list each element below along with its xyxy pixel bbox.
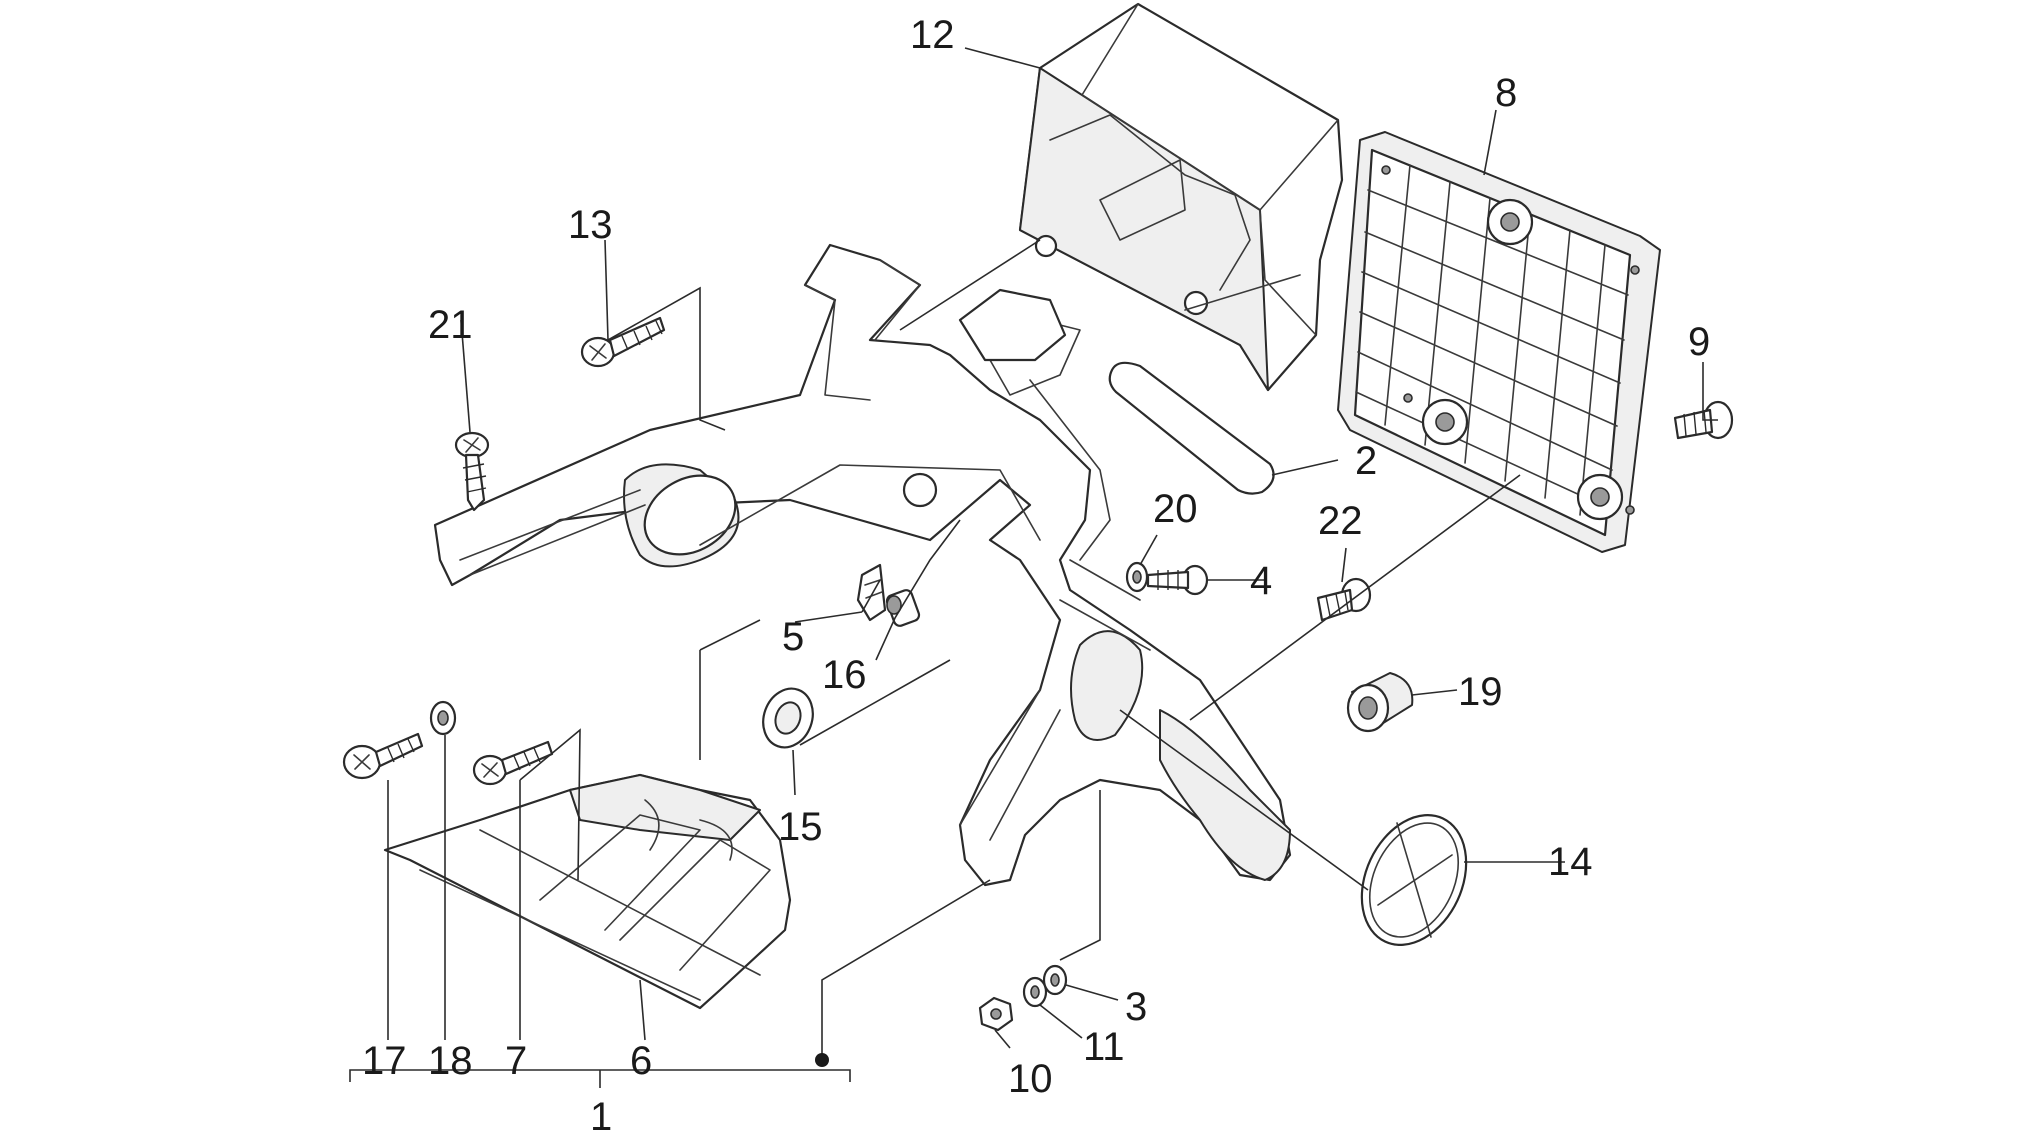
- screw-4: [1146, 564, 1209, 596]
- callout-17: 17: [362, 1039, 407, 1083]
- nut-10: [978, 996, 1014, 1032]
- callout-20: 20: [1153, 487, 1198, 531]
- callout-labels: 12 8 9 2 20 22 4 19 14 13 21 5 16 15 3 1…: [362, 13, 1710, 1137]
- screw-17: [342, 732, 424, 780]
- reflector: [1360, 814, 1468, 946]
- mudguard-flap: [383, 773, 792, 1010]
- small-spacer: [885, 589, 921, 627]
- tail-light-housing: [1018, 2, 1344, 392]
- callout-4: 4: [1250, 559, 1272, 603]
- callout-12: 12: [910, 13, 955, 57]
- callout-5: 5: [782, 615, 804, 659]
- callout-22: 22: [1318, 499, 1363, 543]
- rear-fender-frame: [433, 243, 1292, 887]
- grommet: [762, 687, 814, 749]
- screw-21: [454, 431, 490, 512]
- callout-16: 16: [822, 653, 867, 697]
- callout-19: 19: [1458, 670, 1503, 714]
- washer-20: [1125, 561, 1149, 593]
- callout-11: 11: [1083, 1025, 1125, 1069]
- callout-21: 21: [428, 303, 473, 347]
- screw-22: [1316, 577, 1372, 622]
- washer-11: [1022, 976, 1048, 1008]
- leader-lines: [349, 47, 1718, 1088]
- callout-14: 14: [1548, 840, 1593, 884]
- callout-15: 15: [778, 805, 823, 849]
- license-plate-holder: [1337, 131, 1661, 553]
- washer-18: [429, 700, 457, 736]
- screw-13: [580, 316, 666, 368]
- callout-7: 7: [505, 1039, 527, 1083]
- callout-8: 8: [1495, 71, 1517, 115]
- callout-1: 1: [590, 1095, 612, 1137]
- callout-3: 3: [1125, 985, 1147, 1029]
- callout-9: 9: [1688, 320, 1710, 364]
- callout-2: 2: [1355, 439, 1377, 483]
- spacer-bushing: [1346, 672, 1414, 733]
- washer-3: [1042, 964, 1068, 996]
- callout-10: 10: [1008, 1057, 1053, 1101]
- tail-light-lens: [1108, 361, 1275, 495]
- callout-13: 13: [568, 203, 613, 247]
- callout-18: 18: [428, 1039, 473, 1083]
- reference-dot: [815, 1053, 829, 1067]
- callout-6: 6: [630, 1039, 652, 1083]
